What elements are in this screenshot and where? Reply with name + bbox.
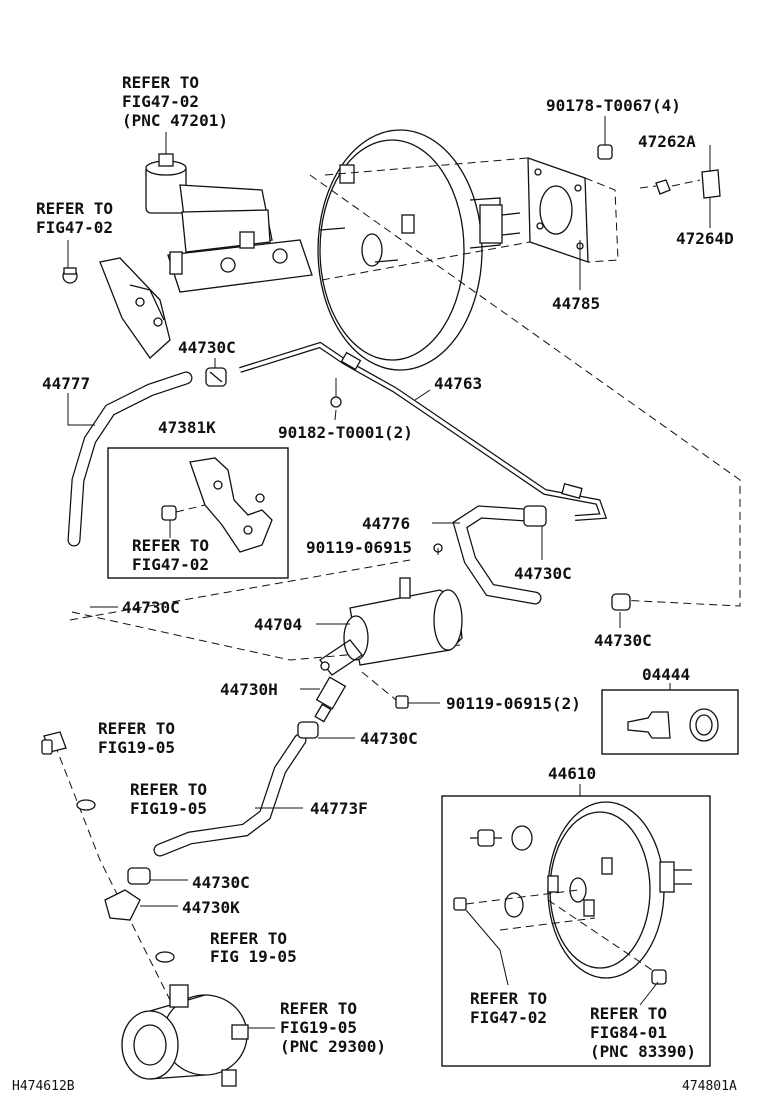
part-47264D: 47264D: [676, 229, 734, 248]
hose-44777: [67, 371, 193, 547]
part-44773F: 44773F: [310, 799, 368, 818]
refer-mc-line3: (PNC 47201): [122, 111, 228, 130]
part-44776: 44776: [362, 514, 410, 533]
booster-assy-44610-illustration: [453, 801, 692, 985]
booster-assy-box-44610: [441, 795, 711, 1067]
refer-mc-line2: FIG47-02: [122, 92, 199, 111]
part-90119-lower: 90119-06915(2): [446, 694, 581, 713]
refer-mc-line1: REFER TO: [122, 73, 199, 92]
check-valve-44730H: [314, 676, 347, 723]
brake-booster-illustration: [317, 116, 721, 371]
part-44777: 44777: [42, 374, 90, 393]
part-90119-upper: 90119-06915: [306, 538, 412, 557]
refer-4702-line1: REFER TO: [470, 989, 547, 1008]
leader-dashes-bracket: [69, 559, 411, 621]
part-04444: 04444: [642, 665, 690, 684]
part-44785: 44785: [552, 294, 600, 313]
part-44763: 44763: [434, 374, 482, 393]
part-44730H: 44730H: [220, 680, 278, 699]
part-44704: 44704: [254, 615, 302, 634]
bracket-47381K-illustration: [161, 457, 273, 553]
kit-04444-illustration: [627, 708, 719, 742]
refer-1905-c-line1: REFER TO: [210, 929, 287, 948]
part-90178: 90178-T0067(4): [546, 96, 681, 115]
refer-tl-line2: FIG47-02: [36, 218, 113, 237]
part-90182: 90182-T0001(2): [278, 423, 413, 442]
part-44730C-right: 44730C: [514, 564, 572, 583]
refer-pump-line3: (PNC 29300): [280, 1037, 386, 1056]
vacuum-tank-44704: [319, 577, 463, 709]
hose-44776: [433, 505, 631, 611]
part-44730K: 44730K: [182, 898, 240, 917]
clamp-44730C-upper: [205, 367, 227, 387]
part-44730C-lower: 44730C: [192, 873, 250, 892]
leader-lines: [67, 132, 711, 1029]
part-44730C-left: 44730C: [122, 598, 180, 617]
leader-dashes-booster: [309, 174, 741, 607]
part-47262A: 47262A: [638, 132, 696, 151]
master-cylinder-illustration: [62, 153, 313, 359]
refer-8401-line1: REFER TO: [590, 1004, 667, 1023]
refer-tl-line1: REFER TO: [36, 199, 113, 218]
leader-dashes-lower: [71, 611, 461, 661]
refer-box-line1: REFER TO: [132, 536, 209, 555]
refer-pump-line1: REFER TO: [280, 999, 357, 1018]
diagram-code-left: H474612B: [12, 1079, 75, 1094]
vacuum-pump-illustration: [121, 984, 249, 1087]
refer-pump-line2: FIG19-05: [280, 1018, 357, 1037]
refer-1905-a-line2: FIG19-05: [98, 738, 175, 757]
part-44730C-far-right: 44730C: [594, 631, 652, 650]
bracket-box-47381K: [107, 447, 289, 579]
refer-4702-line2: FIG47-02: [470, 1008, 547, 1027]
refer-8401-line2: FIG84-01: [590, 1023, 667, 1042]
refer-1905-c-line2: FIG 19-05: [210, 947, 297, 966]
pipe-44763: [239, 341, 608, 521]
refer-1905-a-line1: REFER TO: [98, 719, 175, 738]
refer-1905-b-line2: FIG19-05: [130, 799, 207, 818]
pump-chain-illustration: [41, 731, 176, 1011]
refer-1905-b-line1: REFER TO: [130, 780, 207, 799]
part-44730C-mid: 44730C: [360, 729, 418, 748]
refer-8401-line3: (PNC 83390): [590, 1042, 696, 1061]
part-44730C-upper: 44730C: [178, 338, 236, 357]
part-44610: 44610: [548, 764, 596, 783]
diagram-code-right: 474801A: [682, 1079, 737, 1094]
part-47381K: 47381K: [158, 418, 216, 437]
hose-44773F: [127, 721, 319, 885]
refer-box-line2: FIG47-02: [132, 555, 209, 574]
